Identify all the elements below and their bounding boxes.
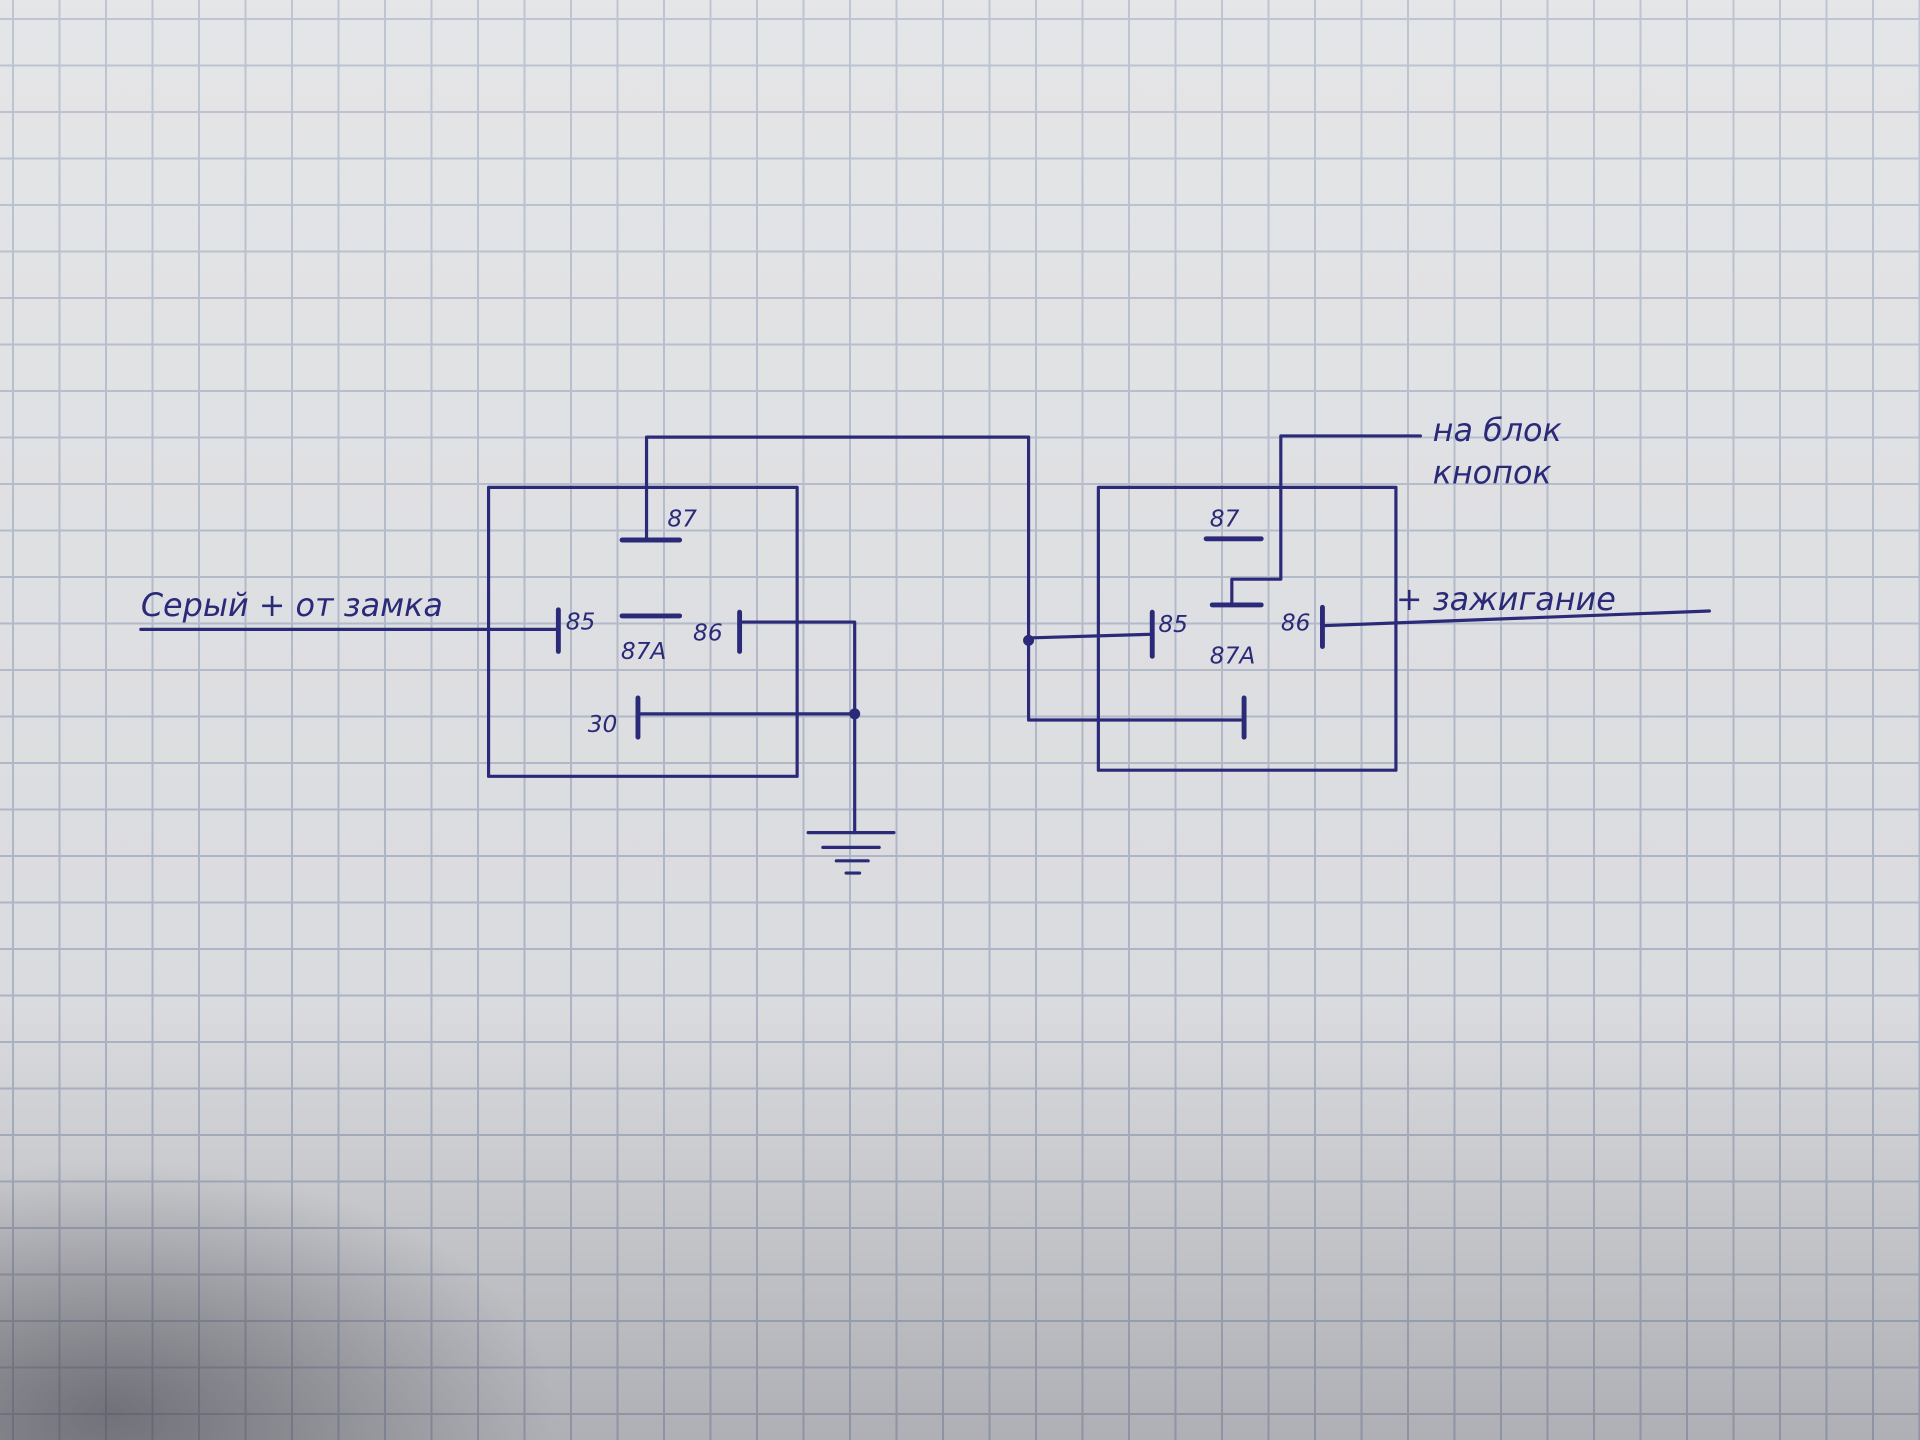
relay-left-body xyxy=(486,485,799,778)
relay-right: 87 85 87A 86 на блок кнопок + зажигание xyxy=(1026,411,1711,772)
pin-85-label: 85 xyxy=(566,608,596,635)
wire-interconnect xyxy=(1026,435,1100,722)
relay-left: 87 85 87A 86 30 Серый + от замка xyxy=(139,435,1031,875)
shadow-overlay xyxy=(0,1160,560,1440)
pin-87-label: 87 xyxy=(1210,506,1240,533)
wire-to-buttons xyxy=(1230,434,1423,605)
label-to-buttons-1: на блок xyxy=(1433,411,1562,449)
pin-87a-label: 87A xyxy=(1210,643,1256,670)
pin-87a-label: 87A xyxy=(621,638,667,665)
relay-right-body xyxy=(1096,485,1398,772)
pin-87-label: 87 xyxy=(667,506,697,533)
junction-dot xyxy=(849,708,861,720)
pin-85-label: 85 xyxy=(1158,611,1188,638)
pin-30-label: 30 xyxy=(588,711,618,738)
wire-85-right xyxy=(1026,632,1153,640)
label-ignition: + зажигание xyxy=(1396,580,1616,618)
label-to-buttons-2: кнопок xyxy=(1433,454,1552,492)
wire-87-link xyxy=(644,435,1031,541)
wire-86-ground xyxy=(738,620,857,835)
wire-ignition xyxy=(1320,609,1711,628)
ground-icon xyxy=(806,831,896,875)
pin-86-label: 86 xyxy=(693,619,723,646)
label-input-left: Серый + от замка xyxy=(141,586,443,624)
pin-86-label: 86 xyxy=(1281,610,1311,637)
